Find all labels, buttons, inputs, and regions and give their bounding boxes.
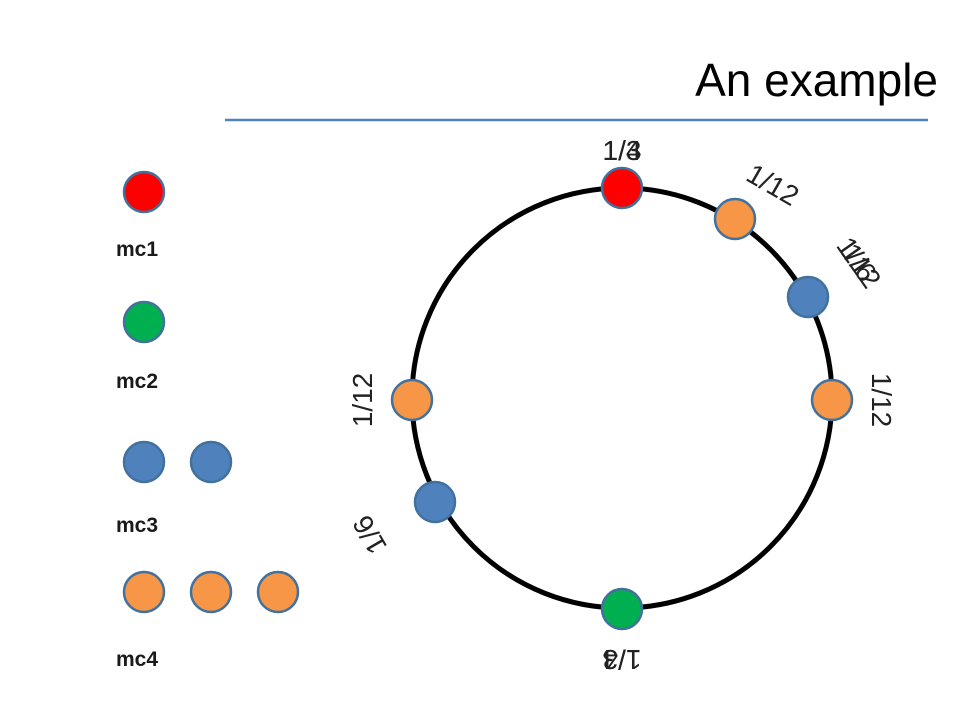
ring-diagram: 1/4 1/3 1/12 1/6 1/12 1/12 1/4 1/3 1/6 1… <box>347 135 897 675</box>
ring-node-mc4-b <box>810 378 854 422</box>
ring-label-lower-left: 1/6 <box>347 510 393 559</box>
ring-label-upper-right: 1/12 <box>741 158 804 212</box>
legend-dot-mc4-b <box>189 570 233 614</box>
legend-item-mc2: mc2 <box>116 300 166 393</box>
legend: mc1 mc2 mc3 mc4 <box>116 170 300 671</box>
ring-node-mc3-b <box>413 480 457 524</box>
legend-label-mc4: mc4 <box>116 648 158 671</box>
legend-item-mc4: mc4 <box>116 570 300 671</box>
ring-label-top-a: 1/4 <box>603 135 642 166</box>
ring <box>409 185 835 611</box>
legend-label-mc1: mc1 <box>116 238 158 261</box>
slide-title: An example <box>695 54 938 106</box>
legend-dot-mc3-b <box>189 440 233 484</box>
legend-dot-mc4-a <box>122 570 166 614</box>
ring-node-mc3-a <box>786 275 830 319</box>
ring-node-mc2 <box>600 587 644 631</box>
ring-label-bottom-b: 1/3 <box>603 644 642 675</box>
ring-node-mc1 <box>600 166 644 210</box>
ring-label-right: 1/12 <box>866 373 897 428</box>
legend-dot-mc2 <box>122 300 166 344</box>
ring-label-top-b: 1/3 <box>603 135 642 166</box>
legend-dot-mc1 <box>122 170 166 214</box>
legend-label-mc3: mc3 <box>116 514 158 537</box>
legend-dot-mc3-a <box>122 440 166 484</box>
ring-label-left: 1/12 <box>347 373 378 428</box>
ring-node-mc4-c <box>390 378 434 422</box>
ring-label-bottom-a: 1/4 <box>603 644 642 675</box>
ring-node-mc4-a <box>713 197 757 241</box>
legend-item-mc3: mc3 <box>116 440 233 537</box>
legend-dot-mc4-c <box>256 570 300 614</box>
legend-item-mc1: mc1 <box>116 170 166 261</box>
ring-label-right-upper-b: 1/12 <box>830 231 887 293</box>
legend-label-mc2: mc2 <box>116 370 158 393</box>
